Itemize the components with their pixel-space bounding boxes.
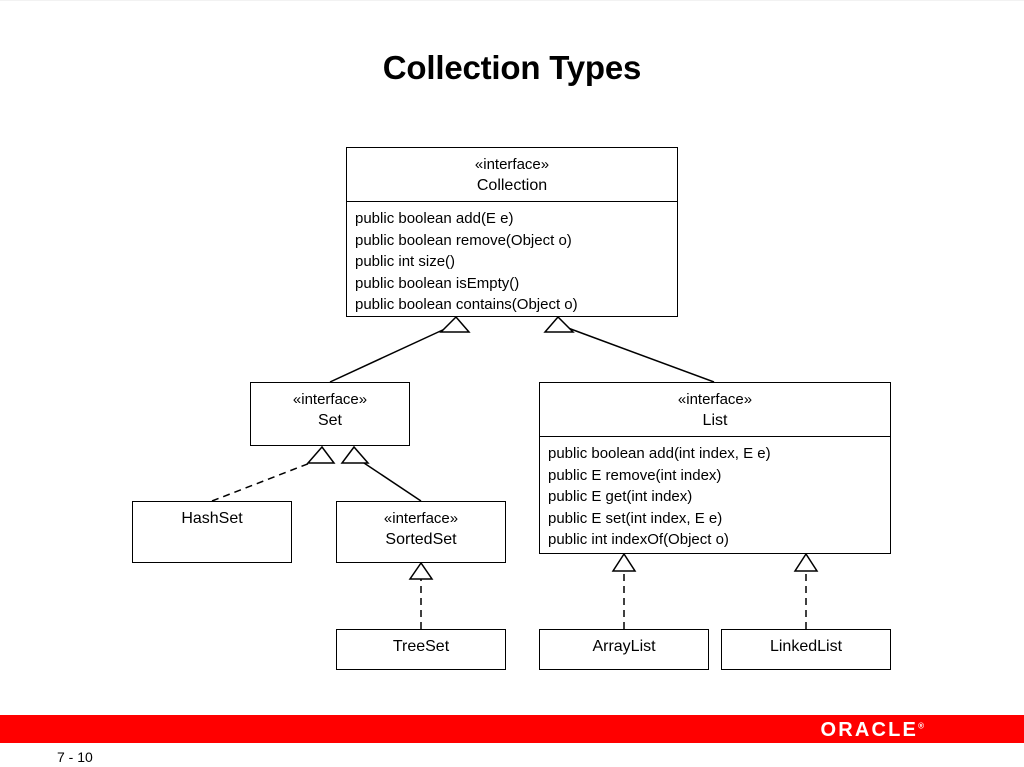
oracle-wordmark: ORACLE: [820, 719, 919, 741]
page-title: Collection Types: [382, 49, 642, 86]
connector-treeset-to-sortedset: [408, 561, 434, 629]
member-row: public E get(int index): [548, 488, 693, 506]
connector-list-to-collection: [543, 315, 715, 383]
uml-class-header: «interface» List: [540, 383, 890, 437]
class-name: List: [702, 411, 728, 429]
class-name: SortedSet: [385, 530, 457, 548]
uml-class-header: «interface» Set: [251, 383, 409, 436]
class-name: Set: [317, 411, 342, 429]
relationship-connectors: Collection : generalization (solid, holl…: [211, 315, 819, 629]
member-row: public boolean add(E e): [355, 209, 514, 227]
uml-class-sortedset[interactable]: «interface» SortedSet: [336, 501, 506, 563]
member-row: public int indexOf(Object o): [548, 531, 729, 549]
connector-linkedlist-to-list: [793, 552, 819, 629]
uml-class-header: «interface» SortedSet: [337, 502, 505, 555]
connector-hashset-to-set: [211, 445, 336, 502]
uml-class-list[interactable]: «interface» List public boolean add(int …: [539, 382, 891, 554]
uml-class-diagram: Collection : generalization (solid, holl…: [0, 1, 1024, 701]
stereotype-label: «interface»: [292, 391, 368, 408]
uml-class-collection[interactable]: «interface» Collection public boolean ad…: [346, 147, 678, 317]
class-name: Collection: [476, 176, 548, 194]
member-row: public E set(int index, E e): [548, 509, 723, 527]
member-row: public E remove(int index): [548, 466, 722, 484]
oracle-logo: ORACLE®: [820, 719, 924, 742]
member-row: public boolean remove(Object o): [355, 231, 572, 249]
member-row: public boolean contains(Object o): [355, 296, 578, 314]
connector-arraylist-to-list: [611, 552, 637, 629]
connector-sortedset-to-set: [340, 445, 422, 502]
uml-class-set[interactable]: «interface» Set: [250, 382, 410, 446]
member-row: public boolean add(int index, E e): [548, 444, 771, 462]
stereotype-label: «interface»: [383, 510, 459, 527]
footer-band: [0, 715, 1024, 743]
uml-class-arraylist[interactable]: ArrayList: [539, 629, 709, 670]
uml-member-list: public boolean add(E e) public boolean r…: [347, 202, 677, 322]
class-name: HashSet: [181, 510, 243, 527]
uml-class-header: «interface» Collection: [347, 148, 677, 202]
uml-member-list: public boolean add(int index, E e) publi…: [540, 437, 890, 557]
stereotype-label: «interface»: [677, 391, 753, 408]
trademark-symbol: ®: [918, 721, 924, 731]
uml-class-treeset[interactable]: TreeSet: [336, 629, 506, 670]
class-name: TreeSet: [392, 638, 450, 655]
uml-class-hashset[interactable]: HashSet: [132, 501, 292, 563]
page-number: 7 - 10: [57, 749, 93, 765]
class-name: LinkedList: [769, 638, 843, 655]
class-name: ArrayList: [592, 638, 656, 655]
stereotype-label: «interface»: [474, 156, 550, 173]
uml-class-linkedlist[interactable]: LinkedList: [721, 629, 891, 670]
connector-set-to-collection: [329, 315, 471, 383]
member-row: public boolean isEmpty(): [355, 274, 520, 292]
member-row: public int size(): [355, 253, 456, 271]
